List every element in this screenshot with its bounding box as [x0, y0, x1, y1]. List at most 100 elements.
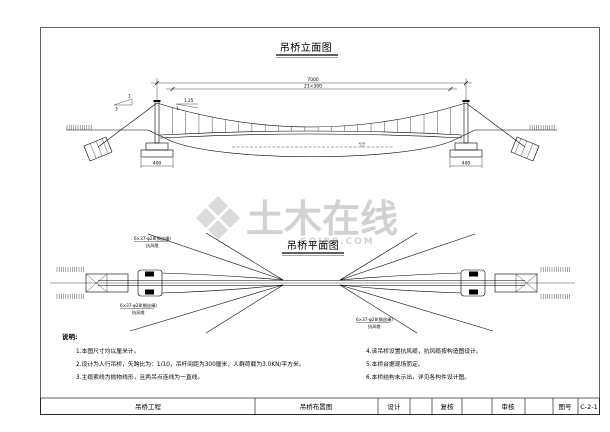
watermark-brand: 土木在线: [246, 197, 398, 241]
drawing-name: 吊桥布置图: [300, 402, 333, 411]
wind-cable-stay: [205, 232, 284, 281]
tower-pier-left: [137, 269, 163, 297]
note-item: 4.该吊桥设置抗风缆，抗风缆按构造图设计。: [366, 347, 482, 355]
wind-cable-curve: [339, 284, 462, 294]
wind-cable-callout-bottom-right: 6×37-φ28(钢丝绳) 抗风缆: [356, 316, 393, 330]
wind-cable-callout-bottom-left: 6×37-φ28(钢丝绳) 抗风缆: [120, 302, 157, 316]
review-label: 审核: [502, 402, 516, 411]
anchor-hatch: [520, 140, 528, 156]
deck-bottom: [159, 133, 463, 139]
check-label: 复核: [441, 402, 455, 411]
anchor-hatch: [101, 138, 109, 154]
backstay-slope-marker: 1 3: [113, 94, 133, 112]
pier-outline: [460, 269, 486, 297]
main-cable: [156, 102, 467, 128]
plan-title: 吊桥平面图: [287, 240, 340, 252]
notes: 说明: 1.本图尺寸均以厘米计。 2.设计为人行吊桥，矢跨比为：1/10，吊杆间…: [62, 332, 482, 381]
foundation-right-dim-label: 400: [462, 161, 471, 167]
slope-rise-label: 1: [128, 94, 131, 99]
anchor-hatch: [89, 143, 97, 159]
abutment-hatch: [85, 273, 108, 293]
ground-hatching: [56, 125, 570, 299]
note-item: 3.主缆索线为抛物线形，且两吊点连线为一直线。: [76, 373, 203, 381]
anchor-hatch: [526, 143, 534, 159]
bank-slope: [451, 129, 476, 142]
dim-tick: [448, 86, 453, 92]
span-dimension: 7000 21×300: [151, 77, 472, 101]
deck-top: [159, 130, 463, 136]
slope-marker-hypotenuse: [113, 98, 133, 106]
callout-spec: 6×37-φ28(钢丝绳): [134, 235, 171, 242]
ground-left: [66, 129, 172, 142]
callout-name: 抗风缆: [368, 323, 381, 330]
callout-name: 抗风缆: [132, 309, 145, 316]
riverbed-profile: [170, 140, 453, 158]
tower-cap: [153, 100, 161, 102]
water-level-marker: [358, 142, 366, 148]
callout-spec: 6×37-φ28(钢丝绳): [120, 302, 157, 309]
wind-cables-right: [339, 232, 494, 334]
note-item: 5.本桥台据现场而定。: [366, 360, 424, 368]
foundation-left-dim-label: 400: [153, 161, 162, 167]
wind-cable-stay: [339, 284, 418, 334]
design-label: 设计: [388, 402, 402, 411]
wind-cable-stay: [205, 284, 284, 334]
backstay-right: [465, 102, 526, 148]
foundation-left: 400: [140, 142, 174, 168]
title-block: 吊桥工程 吊桥布置图 设计 复核 审核 图号 C-2-1: [40, 397, 600, 415]
foundation-right: 400: [449, 142, 483, 168]
bridgehead-left: [85, 273, 129, 293]
drawing-number: C-2-1: [580, 403, 598, 411]
wind-cable-curve: [339, 272, 462, 281]
cable-slope-label: 1.25: [184, 98, 194, 103]
slope-run-label: 3: [115, 107, 118, 112]
tower-leg-upper: [469, 271, 478, 277]
note-item: 1.本图尺寸均以厘米计。: [76, 347, 140, 355]
cable-slope-marker: 1.25 1: [175, 98, 199, 111]
anchor-outline: [83, 136, 113, 162]
anchor-block-left: [83, 136, 113, 162]
project-name: 吊桥工程: [135, 402, 162, 411]
anchor-hatch: [514, 138, 522, 154]
title-block-frame: [40, 397, 600, 415]
anchor-outline: [510, 136, 540, 162]
dim-total-label: 7000: [307, 77, 319, 83]
wind-cable-stay: [339, 233, 476, 281]
tower-leg-lower: [469, 289, 478, 295]
note-item: 6.本桥结构未示出，详见各构件设计图。: [366, 373, 470, 381]
footing: [140, 149, 174, 158]
tower-cap: [462, 100, 470, 102]
watermark: 土木在线 COI88.COM: [196, 196, 398, 247]
wind-cable-stay: [129, 284, 284, 332]
watermark-site: COI88.COM: [300, 237, 375, 247]
backstay-left: [97, 102, 158, 148]
notes-heading: 说明:: [62, 332, 78, 341]
dim-hangers-label: 21×300: [304, 84, 322, 90]
drawing-number-label: 图号: [559, 403, 573, 411]
footing: [449, 149, 483, 158]
wind-cable-stay: [339, 284, 494, 332]
anchor-hatch: [95, 140, 103, 156]
tower-leg-upper: [145, 271, 154, 277]
bank-slope: [147, 129, 172, 142]
bridgehead-right: [494, 273, 538, 293]
wind-cable-curve: [161, 272, 284, 281]
callout-name: 抗风缆: [146, 242, 159, 249]
wind-cable-stay: [147, 233, 284, 281]
tower-pier-right: [460, 269, 486, 297]
dim-tick: [463, 80, 469, 86]
pier-outline: [137, 269, 163, 297]
wind-cable-curve: [161, 284, 284, 294]
cable-slope-base-label: 1: [176, 106, 179, 111]
wind-cable-stay: [339, 232, 418, 281]
plan-view: 吊桥平面图: [50, 232, 575, 334]
abutment-hatch: [515, 273, 538, 293]
dim-tick: [170, 86, 175, 92]
slope-marker-hypotenuse: [175, 103, 199, 109]
anchor-block-right: [510, 136, 540, 162]
wind-cable-callout-top-left: 6×37-φ28(钢丝绳) 抗风缆: [134, 235, 171, 249]
wind-cables-left: [129, 232, 284, 334]
callout-spec: 6×37-φ28(钢丝绳): [356, 316, 393, 323]
